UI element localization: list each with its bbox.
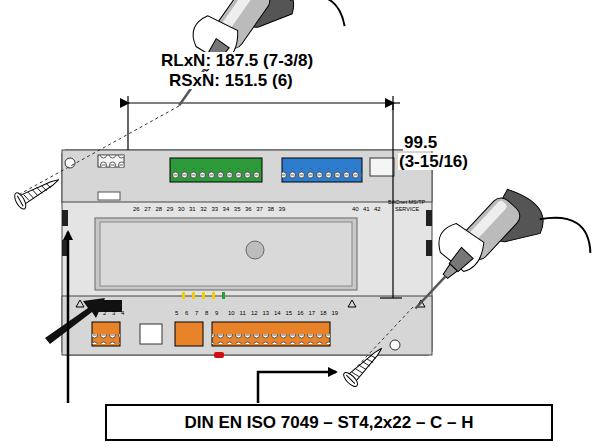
terminal-number: 5: [175, 310, 178, 316]
dimension-label: (3-15/16): [398, 153, 469, 170]
terminal-number: 19: [332, 310, 339, 316]
terminal-number: 12: [251, 310, 258, 316]
terminal-number: 36: [245, 206, 252, 212]
terminal-number: 8: [205, 310, 208, 316]
terminal-number: 31: [189, 206, 196, 212]
terminal-number: 33: [211, 206, 218, 212]
terminal-number: 42: [374, 206, 381, 212]
terminal-number: 6: [185, 310, 188, 316]
terminal-number: 1: [94, 310, 97, 316]
terminal-number: 13: [263, 310, 270, 316]
terminal-number: 34: [223, 206, 230, 212]
terminal-number: 38: [267, 206, 274, 212]
terminal-number: 15: [286, 310, 293, 316]
terminal-number: 40: [352, 206, 359, 212]
terminal-number: 3: [112, 310, 115, 316]
terminal-number: 14: [274, 310, 281, 316]
terminal-number: 32: [200, 206, 207, 212]
terminal-number: 2: [103, 310, 106, 316]
spec-text: DIN EN ISO 7049 – ST4,2x22 – C – H: [184, 413, 473, 433]
dimension-label: RLxN: 187.5 (7-3/8): [160, 52, 314, 69]
terminal-number: 27: [144, 206, 151, 212]
terminal-number: 37: [256, 206, 263, 212]
terminal-number: 35: [234, 206, 241, 212]
terminal-number: 18: [320, 310, 327, 316]
terminal-number: 10: [228, 310, 235, 316]
terminal-number: 4: [121, 310, 124, 316]
terminal-number: 39: [279, 206, 286, 212]
terminal-number: 29: [167, 206, 174, 212]
dimension-label: 99.5: [403, 134, 438, 151]
terminal-number: 17: [309, 310, 316, 316]
spec-box: DIN EN ISO 7049 – ST4,2x22 – C – H: [105, 404, 553, 441]
terminal-number: 7: [195, 310, 198, 316]
device-marking: SERVICE: [395, 207, 419, 213]
terminal-number: 16: [297, 310, 304, 316]
device-marking: BACnet MS/TP: [388, 200, 425, 206]
terminal-number: 41: [363, 206, 370, 212]
terminal-number: 11: [240, 310, 246, 316]
terminal-number: 28: [155, 206, 162, 212]
dimension-label: RSxN: 151.5 (6): [168, 72, 294, 89]
terminal-number: 26: [133, 206, 140, 212]
terminal-number: 30: [178, 206, 185, 212]
terminal-number: 9: [215, 310, 218, 316]
